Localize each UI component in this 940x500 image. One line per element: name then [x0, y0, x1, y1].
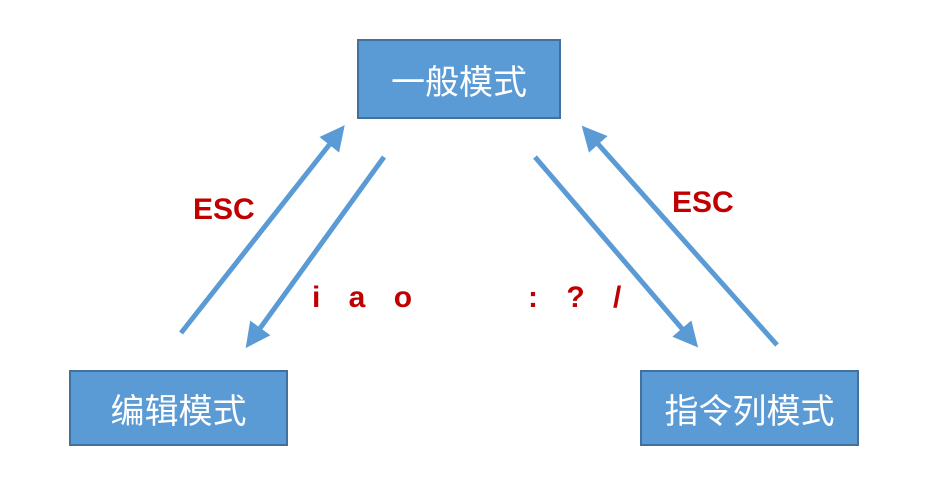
arrow-general-to-command: [533, 155, 699, 348]
label-esc-edit-to-general: ESC: [193, 193, 255, 226]
node-general-mode: 一般模式: [357, 39, 561, 119]
label-esc-command-to-general: ESC: [672, 186, 734, 219]
arrow-command-to-general: [581, 125, 779, 347]
label-command-keys: : ? /: [528, 281, 626, 314]
node-command-line-mode: 指令列模式: [640, 370, 859, 446]
arrow-general-to-edit: [245, 155, 387, 349]
node-edit-mode: 编辑模式: [69, 370, 288, 446]
arrow-edit-to-general: [179, 125, 345, 335]
label-insert-keys: i a o: [312, 281, 417, 314]
